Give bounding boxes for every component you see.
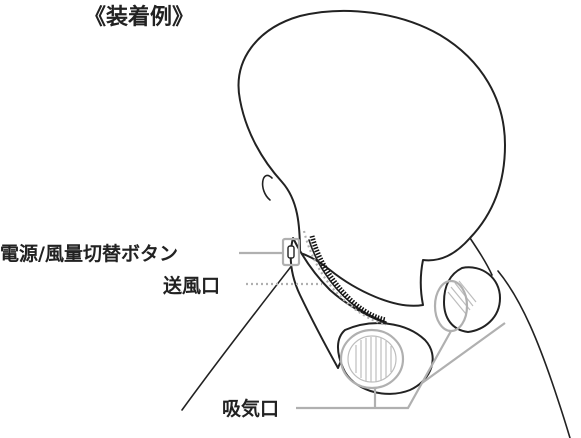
power-button-label: 電源/風量切替ボタン	[0, 242, 178, 265]
power-button-callout: 電源/風量切替ボタン	[0, 237, 301, 267]
air-outlet-label: 送風口	[163, 274, 220, 297]
power-button	[287, 245, 295, 259]
diagram-title: 《装着例》	[84, 4, 194, 30]
head-outline	[237, 9, 506, 307]
air-intake-callout: 吸気口	[222, 279, 506, 420]
neck-fan-device	[289, 235, 501, 395]
air-intake-marker-left	[339, 328, 405, 390]
air-outlet-callout: 送風口	[163, 230, 387, 327]
air-intake-grille-left	[347, 335, 397, 383]
air-outlet-slots	[309, 235, 387, 323]
body-outline	[181, 254, 571, 438]
air-intake-label: 吸気口	[222, 397, 279, 420]
